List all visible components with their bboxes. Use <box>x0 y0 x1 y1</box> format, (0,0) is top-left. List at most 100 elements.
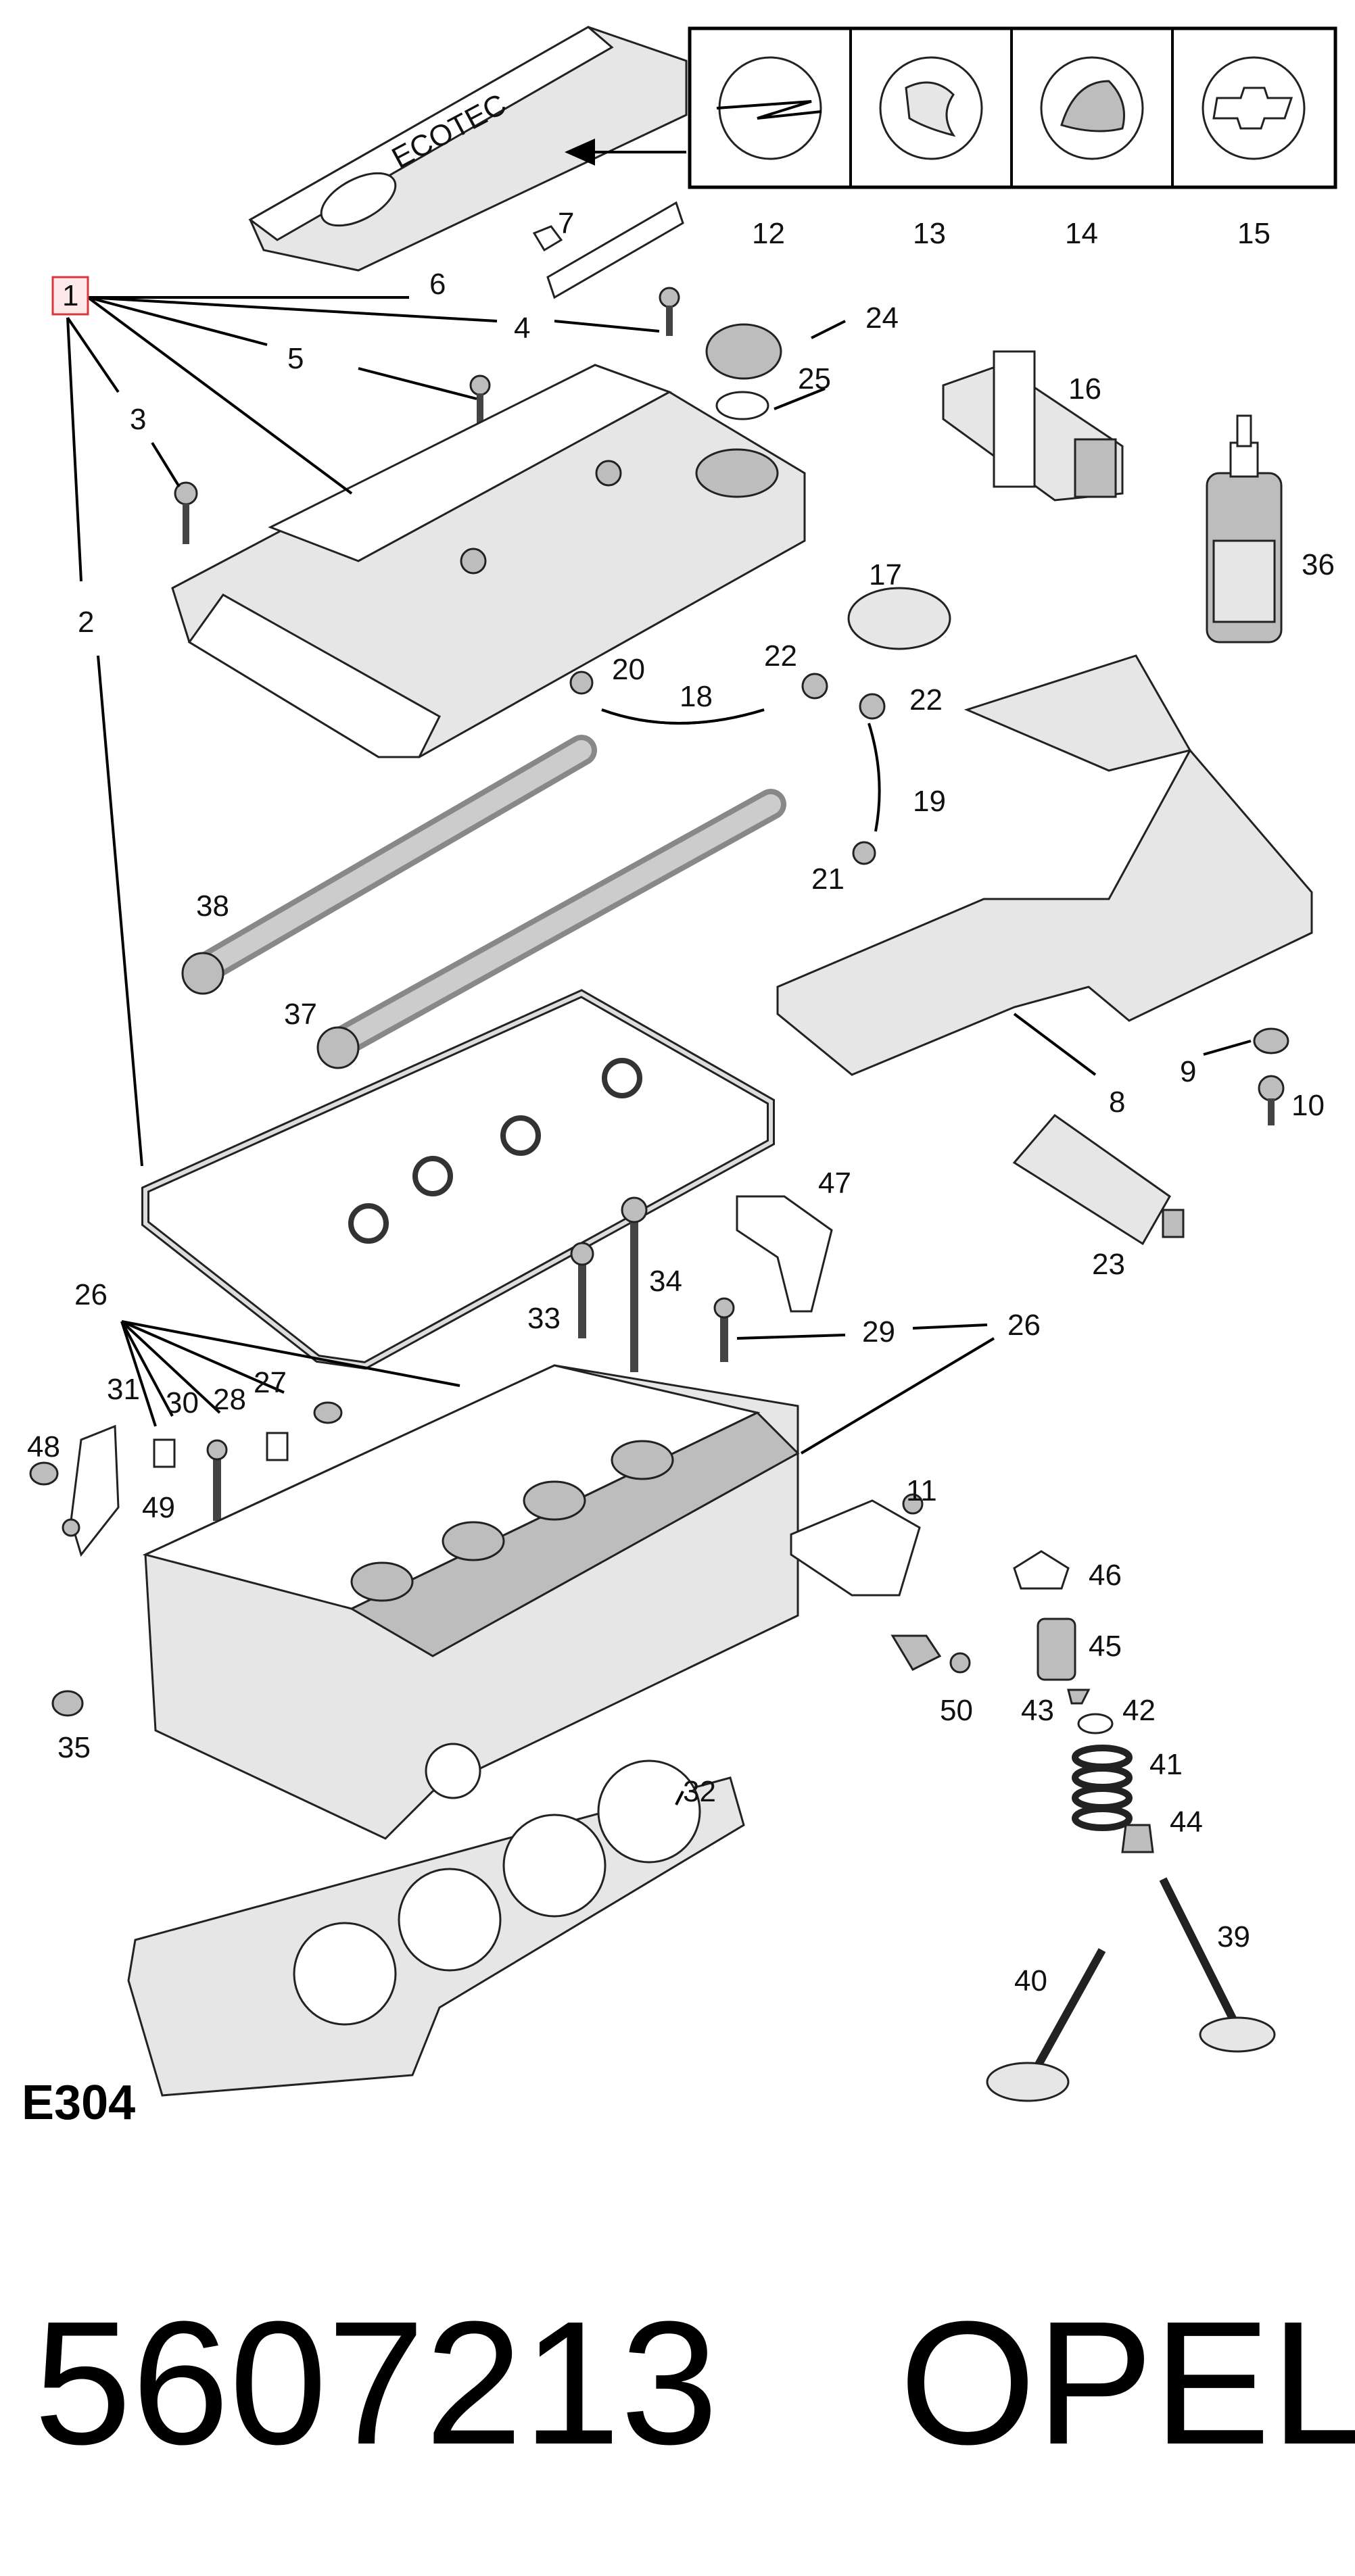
label-28: 28 <box>213 1383 246 1416</box>
clamp-20 <box>569 671 594 695</box>
stud-part-10 <box>1258 1075 1285 1102</box>
label-38: 38 <box>196 890 229 923</box>
label-9: 9 <box>1180 1055 1196 1088</box>
plug-35 <box>51 1690 84 1717</box>
label-39: 39 <box>1217 1920 1250 1953</box>
label-32: 32 <box>683 1775 716 1808</box>
spark-plug-seal-3 <box>412 1156 453 1196</box>
head-gasket <box>127 1759 745 2097</box>
bracket-11 <box>790 1499 921 1597</box>
vent-hose-19 <box>867 723 881 832</box>
camshaft-sensor <box>942 350 1124 502</box>
label-40: 40 <box>1014 1964 1047 1997</box>
opel-bolt-icon <box>716 100 822 120</box>
connector-50 <box>890 1634 942 1671</box>
label-15: 15 <box>1237 217 1270 250</box>
valve-39 <box>1159 1877 1276 2053</box>
label-26b: 26 <box>1007 1309 1041 1342</box>
cylinder-head <box>142 1364 800 1840</box>
label-2: 2 <box>78 606 94 639</box>
label-48: 48 <box>27 1430 60 1463</box>
sealant-bottle <box>1206 414 1283 643</box>
label-26a: 26 <box>74 1278 108 1311</box>
valve-spring-41 <box>1072 1745 1133 1831</box>
label-45: 45 <box>1089 1630 1122 1663</box>
label-17: 17 <box>869 558 902 591</box>
seal-ring <box>715 391 769 420</box>
label-34: 34 <box>649 1265 682 1298</box>
camshaft-37 <box>316 789 786 1069</box>
label-7: 7 <box>558 207 574 240</box>
bracket-47 <box>736 1195 833 1313</box>
leader-lines <box>66 296 1252 1805</box>
part-number: 5607213 <box>34 2285 718 2481</box>
label-41: 41 <box>1149 1748 1183 1781</box>
clamp-21 <box>852 841 876 865</box>
valve-40 <box>986 1948 1106 2102</box>
spark-plug-seal-2 <box>500 1115 541 1156</box>
spring-retainer-42 <box>1077 1713 1114 1734</box>
callout-labels: 1 2 3 4 5 6 7 8 9 10 11 12 13 14 15 16 1… <box>27 207 1335 1997</box>
sealant-tube <box>1012 1113 1185 1246</box>
sleeve-27 <box>313 1401 343 1424</box>
label-44: 44 <box>1170 1805 1203 1839</box>
label-42: 42 <box>1122 1694 1156 1727</box>
label-25: 25 <box>798 362 831 395</box>
spark-plug-seal-4 <box>348 1203 389 1244</box>
label-33: 33 <box>527 1302 561 1335</box>
label-22a: 22 <box>764 639 797 673</box>
clamp-22a <box>801 673 828 700</box>
label-43: 43 <box>1021 1694 1054 1727</box>
label-5: 5 <box>287 342 304 375</box>
bracket-49 <box>70 1424 120 1557</box>
pcv-valve <box>847 587 951 650</box>
plug-48 <box>29 1461 59 1486</box>
label-4: 4 <box>514 312 530 345</box>
dowel-28 <box>266 1432 289 1461</box>
label-37: 37 <box>284 998 317 1031</box>
bolt-33 <box>578 1257 586 1338</box>
bolt-part-4 <box>659 287 680 308</box>
label-36: 36 <box>1302 548 1335 581</box>
label-8: 8 <box>1109 1086 1125 1119</box>
lash-adjuster-45 <box>1037 1618 1076 1681</box>
label-20: 20 <box>612 653 645 686</box>
emblem-panel <box>688 26 1337 189</box>
label-29: 29 <box>862 1315 895 1348</box>
label-50: 50 <box>940 1694 973 1727</box>
label-1-highlight <box>51 276 89 316</box>
cover-bracket-part <box>546 201 684 299</box>
arrow-head-icon <box>565 139 595 166</box>
label-16: 16 <box>1068 372 1101 406</box>
clamp-22b <box>859 693 886 720</box>
bolt-29 <box>720 1305 728 1362</box>
label-46: 46 <box>1089 1559 1122 1592</box>
label-49: 49 <box>142 1491 175 1524</box>
label-35: 35 <box>57 1731 91 1764</box>
label-31: 31 <box>107 1373 140 1406</box>
brand-name: OPEL <box>899 2285 1355 2481</box>
label-13: 13 <box>913 217 946 250</box>
label-19: 19 <box>913 785 946 818</box>
label-47: 47 <box>818 1167 851 1200</box>
valve-key-43 <box>1067 1688 1091 1705</box>
label-23: 23 <box>1092 1248 1125 1281</box>
engine-shroud <box>776 654 1313 1076</box>
label-18: 18 <box>680 680 713 713</box>
cover-emblem-icon <box>320 172 397 227</box>
label-27: 27 <box>254 1366 287 1399</box>
label-3: 3 <box>130 403 146 436</box>
nut-part-9 <box>1253 1027 1289 1054</box>
label-11: 11 <box>906 1474 937 1507</box>
label-24: 24 <box>865 301 899 335</box>
label-1: 1 <box>62 279 78 312</box>
rocker-arm-46 <box>1013 1550 1070 1590</box>
spark-plug-seal-1 <box>602 1058 642 1098</box>
camshaft-38 <box>181 735 597 995</box>
oil-filler-cap <box>705 323 782 380</box>
label-30: 30 <box>166 1386 199 1419</box>
valve-seal-44 <box>1121 1824 1154 1853</box>
figure-code: E304 <box>22 2076 135 2130</box>
label-21: 21 <box>811 862 845 896</box>
